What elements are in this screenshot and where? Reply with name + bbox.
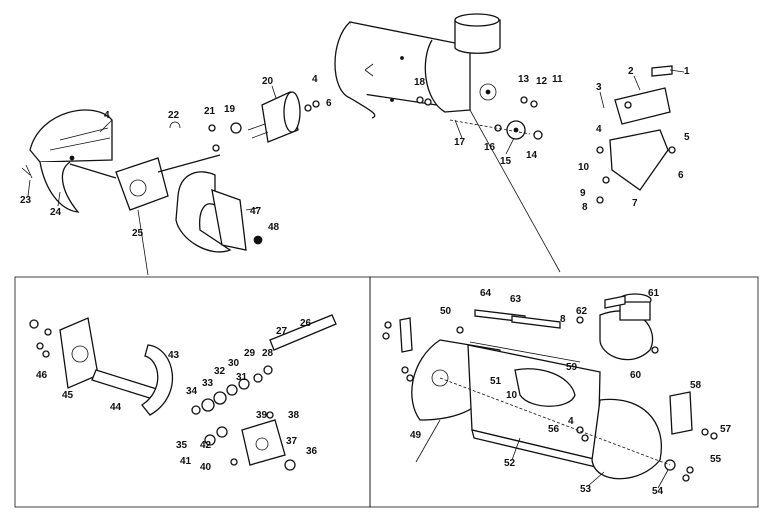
callout-59: 59 [566, 362, 578, 373]
callout-1: 1 [684, 66, 690, 77]
callout-4-right: 4 [568, 416, 574, 427]
callout-38: 38 [288, 410, 300, 421]
callout-9: 9 [580, 188, 586, 199]
inset-box-right [369, 276, 759, 508]
callout-46: 46 [36, 370, 48, 381]
callout-24: 24 [50, 207, 62, 218]
callout-2: 2 [628, 66, 634, 77]
callout-27: 27 [276, 326, 288, 337]
callout-20: 20 [262, 76, 274, 87]
callout-36: 36 [306, 446, 318, 457]
auger-drum [169, 91, 320, 152]
callout-42: 42 [200, 440, 212, 451]
callout-33: 33 [202, 378, 214, 389]
callout-26: 26 [300, 318, 312, 329]
callout-25: 25 [132, 228, 144, 239]
callout-60: 60 [630, 370, 642, 381]
callout-6-auger: 6 [326, 98, 332, 109]
callout-4-auger: 4 [312, 74, 318, 85]
callout-50: 50 [440, 306, 452, 317]
callout-19: 19 [224, 104, 236, 115]
callout-40: 40 [200, 462, 212, 473]
callout-31: 31 [236, 372, 248, 383]
callout-leaders [27, 69, 685, 489]
impeller-shell [21, 109, 113, 213]
callout-37: 37 [286, 436, 298, 447]
callout-63: 63 [510, 294, 522, 305]
callout-41: 41 [180, 456, 192, 467]
callout-32: 32 [214, 366, 226, 377]
callout-51: 51 [490, 376, 502, 387]
callout-10-right: 10 [506, 390, 518, 401]
callout-6: 6 [678, 170, 684, 181]
callout-3: 3 [596, 82, 602, 93]
deflector-chute [596, 65, 676, 204]
callout-39: 39 [256, 410, 268, 421]
callout-10: 10 [578, 162, 590, 173]
callout-53: 53 [580, 484, 592, 495]
callout-21: 21 [204, 106, 216, 117]
callout-64: 64 [480, 288, 492, 299]
callout-15: 15 [500, 156, 512, 167]
housing-assembly-right [382, 293, 718, 482]
callout-43: 43 [168, 350, 180, 361]
callout-4-top: 4 [104, 110, 110, 121]
callout-56: 56 [548, 424, 560, 435]
callout-55: 55 [710, 454, 722, 465]
callout-12: 12 [536, 76, 548, 87]
drive-assembly-left [29, 314, 337, 471]
callout-57: 57 [720, 424, 732, 435]
callout-4-chute: 4 [596, 124, 602, 135]
callout-8-right: 8 [560, 314, 566, 325]
callout-7: 7 [632, 198, 638, 209]
callout-17: 17 [454, 137, 466, 148]
callout-34: 34 [186, 386, 198, 397]
bearing-parts [416, 96, 543, 140]
callout-52: 52 [504, 458, 516, 469]
callout-16: 16 [484, 142, 496, 153]
callout-44: 44 [110, 402, 122, 413]
callout-8: 8 [582, 202, 588, 213]
callout-14: 14 [526, 150, 538, 161]
callout-49: 49 [410, 430, 422, 441]
callout-45: 45 [62, 390, 74, 401]
callout-13: 13 [518, 74, 530, 85]
callout-58: 58 [690, 380, 702, 391]
callout-62-top: 62 [576, 306, 588, 317]
gearbox-plate [69, 154, 221, 211]
impeller-blade [175, 171, 263, 253]
callout-61: 61 [648, 288, 660, 299]
callout-30: 30 [228, 358, 240, 369]
callout-18: 18 [414, 77, 426, 88]
callout-5: 5 [684, 132, 690, 143]
callout-47: 47 [250, 206, 262, 217]
callout-54: 54 [652, 486, 664, 497]
callout-35: 35 [176, 440, 188, 451]
callout-48: 48 [268, 222, 280, 233]
callout-23: 23 [20, 195, 32, 206]
callout-11: 11 [552, 74, 563, 85]
callout-28: 28 [262, 348, 274, 359]
auger-housing [334, 13, 501, 119]
callout-22: 22 [168, 110, 180, 121]
callout-29: 29 [244, 348, 256, 359]
